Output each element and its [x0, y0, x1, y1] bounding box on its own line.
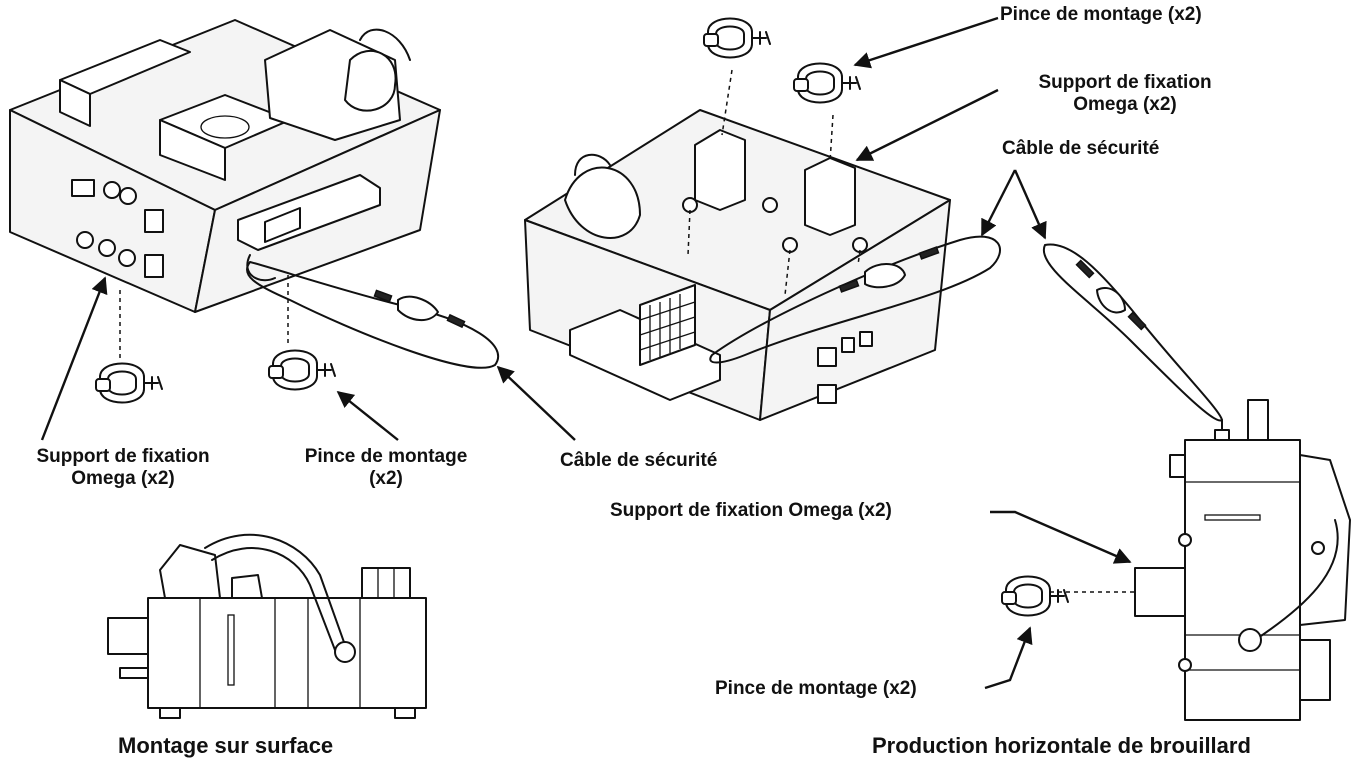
left-omega-clamp	[95, 362, 163, 404]
label-left-cable: Câble de sécurité	[560, 450, 718, 471]
arrow-right-clamp	[984, 626, 1033, 690]
right-safety-cable	[1042, 243, 1223, 422]
arrow-left-cable	[496, 365, 576, 441]
left-mounting-clamp	[268, 349, 336, 391]
top-clamp-1	[703, 17, 771, 59]
top-clamp-2	[793, 62, 861, 104]
arrow-top-cable-2	[1013, 169, 1047, 240]
label-top-clamp: Pince de montage (x2)	[1000, 4, 1202, 25]
center-safety-cable	[709, 235, 1001, 364]
left-fog-machine	[9, 19, 441, 313]
right-mounting-clamp	[1001, 575, 1069, 617]
label-left-clamp: Pince de montage (x2)	[276, 446, 496, 490]
center-fog-machine	[524, 109, 951, 421]
label-top-omega-line2: Omega (x2)	[1073, 94, 1177, 115]
label-left-omega: Support de fixation Omega (x2)	[8, 446, 238, 490]
surface-mount-machine	[107, 533, 427, 719]
label-left-omega-line2: Omega (x2)	[71, 468, 175, 489]
arrow-top-clamp	[853, 16, 999, 69]
arrow-right-omega	[990, 510, 1132, 564]
label-right-clamp: Pince de montage (x2)	[715, 678, 917, 699]
label-top-omega: Support de fixation Omega (x2)	[1000, 72, 1250, 116]
label-top-cable: Câble de sécurité	[1002, 138, 1160, 159]
label-left-clamp-line1: Pince de montage	[304, 446, 468, 467]
arrow-left-clamp	[336, 390, 399, 441]
arrow-top-omega	[855, 88, 999, 162]
horizontal-fog-machine	[1134, 399, 1351, 721]
caption-surface: Montage sur surface	[118, 733, 334, 758]
arrow-left-omega	[40, 276, 108, 441]
left-safety-cable	[245, 261, 500, 369]
label-top-omega-line1: Support de fixation	[1038, 72, 1212, 93]
label-left-omega-line1: Support de fixation	[36, 446, 210, 467]
caption-horizontal: Production horizontale de brouillard	[872, 733, 1251, 758]
label-left-clamp-line2: (x2)	[369, 468, 403, 489]
label-right-omega: Support de fixation Omega (x2)	[610, 500, 892, 521]
arrow-top-cable-1	[980, 169, 1017, 237]
